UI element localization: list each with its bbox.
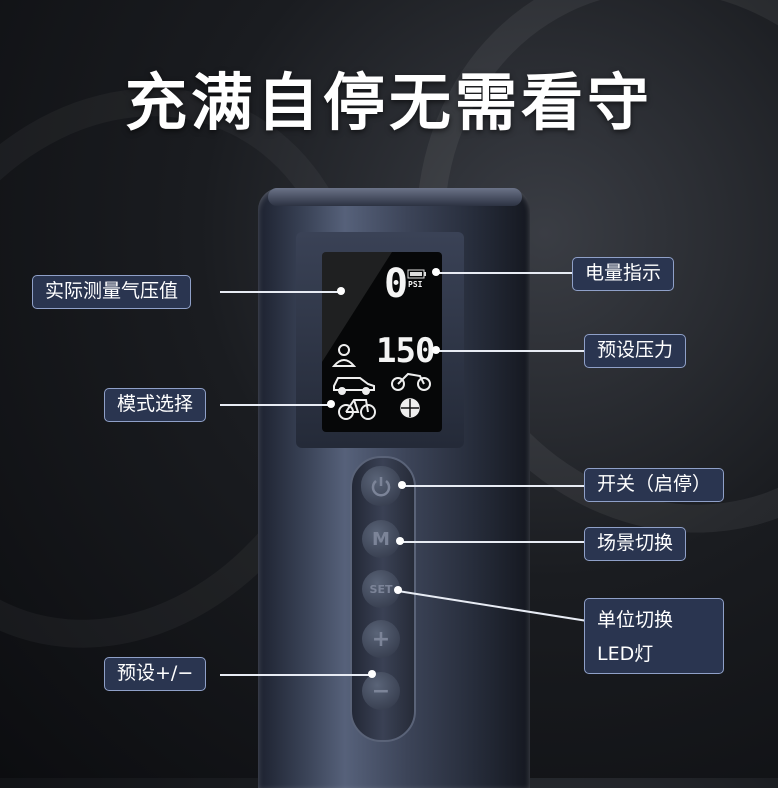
label-preset-adjust: 预设+/− bbox=[104, 657, 207, 691]
label-preset-pressure: 预设压力 bbox=[584, 334, 687, 368]
callout-dot bbox=[432, 268, 440, 276]
callout-dot bbox=[337, 287, 345, 295]
callout-line bbox=[220, 404, 332, 406]
label-unit-switch-line2: LED灯 bbox=[597, 643, 654, 665]
callout-dot bbox=[396, 537, 404, 545]
power-icon bbox=[371, 477, 391, 497]
inflator-top-cap bbox=[268, 188, 522, 206]
lcd-screen: 0 PSI 150 bbox=[322, 252, 442, 432]
label-scene-switch: 场景切换 bbox=[584, 527, 687, 561]
power-button[interactable] bbox=[361, 466, 401, 506]
callout-line bbox=[400, 541, 584, 543]
minus-button[interactable]: − bbox=[362, 672, 400, 710]
callout-line bbox=[220, 291, 342, 293]
callout-line bbox=[220, 674, 372, 676]
mode-button[interactable]: M bbox=[362, 520, 400, 558]
label-measured-pressure: 实际测量气压值 bbox=[32, 275, 192, 309]
plus-button[interactable]: + bbox=[362, 620, 400, 658]
label-mode-select: 模式选择 bbox=[104, 388, 207, 422]
car-icon bbox=[333, 377, 375, 395]
headline: 充满自停无需看守 bbox=[124, 66, 653, 139]
label-unit-switch-line1: 单位切换 bbox=[597, 609, 674, 631]
battery-icon bbox=[407, 269, 426, 279]
preset-pressure-readout: 150 bbox=[376, 331, 435, 371]
callout-line bbox=[436, 350, 586, 352]
callout-dot bbox=[327, 400, 335, 408]
motorcycle-icon bbox=[391, 372, 431, 391]
set-button[interactable]: SET bbox=[362, 570, 400, 608]
unit-label: PSI bbox=[408, 280, 423, 289]
ball-icon bbox=[400, 398, 420, 418]
current-pressure-readout: 0 bbox=[384, 261, 409, 307]
label-power: 开关（启停） bbox=[584, 468, 725, 502]
label-battery: 电量指示 bbox=[572, 257, 675, 291]
bicycle-icon bbox=[338, 399, 376, 420]
person-icon bbox=[331, 344, 357, 367]
callout-dot bbox=[432, 346, 440, 354]
callout-dot bbox=[394, 586, 402, 594]
callout-dot bbox=[398, 481, 406, 489]
callout-line bbox=[402, 485, 584, 487]
screen-glare bbox=[322, 252, 392, 362]
callout-line bbox=[436, 272, 574, 274]
label-unit-switch: 单位切换 LED灯 bbox=[584, 598, 724, 674]
lcd-graphics bbox=[322, 252, 431, 420]
callout-dot bbox=[368, 670, 376, 678]
